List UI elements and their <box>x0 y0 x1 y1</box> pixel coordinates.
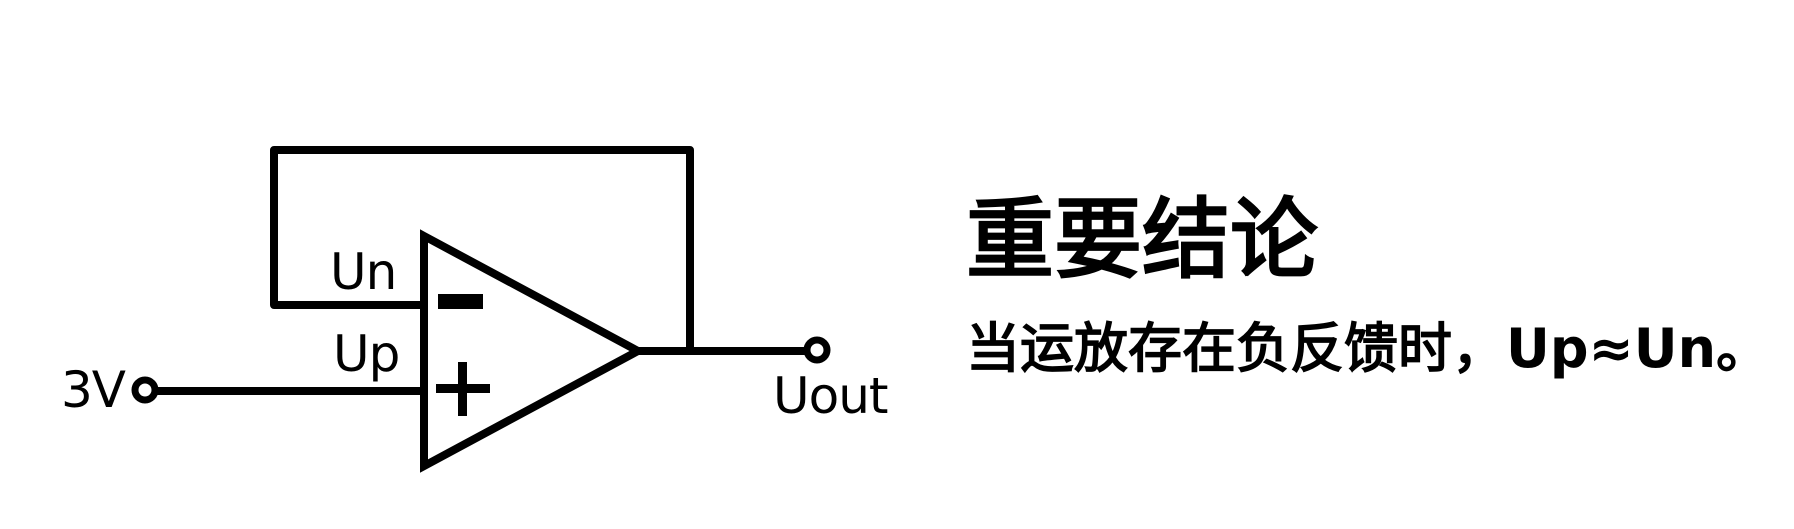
conclusion-title: 重要结论 <box>966 188 1319 291</box>
feedback-wire <box>270 146 694 355</box>
inverting-input-label: Un <box>330 243 397 301</box>
conclusion-statement: 当运放存在负反馈时，Up≈Un。 <box>966 317 1771 380</box>
input-voltage-label: 3V <box>61 361 126 419</box>
output-label: Uout <box>773 367 888 425</box>
minus-sign-icon <box>438 294 483 309</box>
plus-sign-vertical <box>458 362 467 416</box>
non-inverting-input-label: Up <box>333 325 400 383</box>
output-terminal-icon <box>803 336 831 364</box>
op-amp-triangle-icon <box>420 229 647 473</box>
input-terminal-icon <box>131 376 159 404</box>
